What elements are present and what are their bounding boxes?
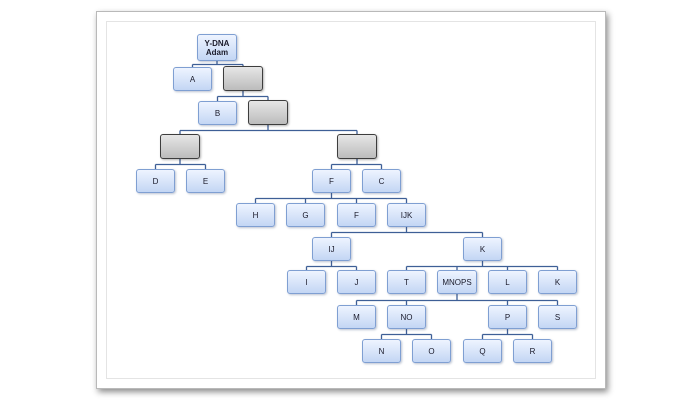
node-y-dna-adam: Y-DNA Adam [197, 34, 237, 61]
connector-ijk [330, 227, 484, 237]
node-t: T [387, 270, 426, 294]
connector-root [191, 61, 244, 67]
node-ijk: IJK [387, 203, 426, 227]
node-b: B [198, 101, 237, 125]
node-f-lower: F [337, 203, 376, 227]
node-ij: IJ [312, 237, 351, 261]
node-p: P [488, 305, 527, 329]
node-n: N [362, 339, 401, 363]
node-o: O [412, 339, 451, 363]
connector-g3 [154, 159, 207, 169]
node-q: Q [463, 339, 502, 363]
connector-f [254, 193, 408, 203]
node-mnops: MNOPS [437, 270, 477, 294]
connector-k [405, 261, 559, 270]
node-k-lower: K [538, 270, 577, 294]
connector-p [481, 329, 534, 339]
node-unlabeled-placeholder-1 [223, 66, 263, 91]
node-k: K [463, 237, 502, 261]
connector-g4 [330, 159, 383, 169]
node-i: I [287, 270, 326, 294]
connector-g1 [216, 91, 269, 101]
connector-mnops [355, 294, 559, 305]
node-unlabeled-placeholder-2 [248, 100, 288, 125]
node-f: F [312, 169, 351, 193]
connector-no [380, 329, 433, 339]
node-m: M [337, 305, 376, 329]
node-c: C [362, 169, 401, 193]
node-g: G [286, 203, 325, 227]
node-r: R [513, 339, 552, 363]
node-l: L [488, 270, 527, 294]
node-j: J [337, 270, 376, 294]
node-unlabeled-placeholder-3 [160, 134, 200, 159]
connector-g2 [179, 125, 358, 134]
node-d: D [136, 169, 175, 193]
connector-ij [305, 261, 358, 270]
node-no: NO [387, 305, 426, 329]
node-s: S [538, 305, 577, 329]
node-a: A [173, 67, 212, 91]
node-unlabeled-placeholder-4 [337, 134, 377, 159]
node-e: E [186, 169, 225, 193]
node-h: H [236, 203, 275, 227]
